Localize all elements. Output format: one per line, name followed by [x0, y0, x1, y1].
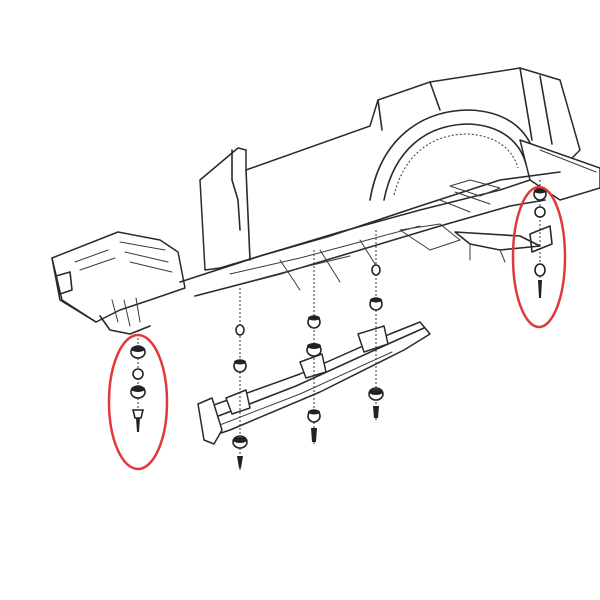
center-mount-stack-2 — [306, 250, 322, 445]
rear-right-body-mount — [529, 180, 553, 300]
front-mount-highlight-circle — [107, 333, 169, 471]
rear-mount-highlight-circle — [511, 185, 567, 329]
front-left-body-mount — [130, 330, 146, 432]
center-mount-stack-1 — [232, 288, 248, 470]
center-mount-stack-3 — [368, 230, 384, 420]
vehicle-body-tub — [51, 67, 600, 335]
frame-rail — [197, 321, 431, 445]
